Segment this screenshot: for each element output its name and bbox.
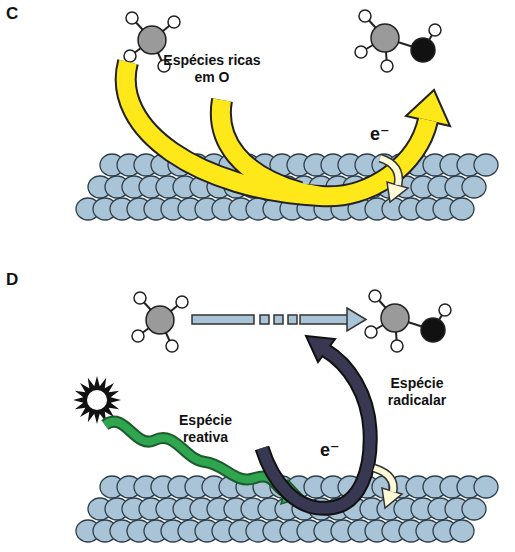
panel-letter: D [6, 270, 30, 290]
arrow-outline [262, 350, 370, 508]
methane-molecule [132, 292, 188, 352]
electron-arrow [374, 468, 402, 508]
atom [381, 304, 409, 332]
radical-arrow [262, 336, 370, 508]
surface-tube [474, 154, 498, 176]
atom [166, 340, 178, 352]
sun-core [87, 390, 107, 410]
species-label: Espécies ricas em O [163, 52, 261, 86]
dashed-arrow [192, 308, 366, 331]
arrow-outline [126, 62, 428, 196]
electron-label: e⁻ [320, 440, 348, 462]
atom [176, 296, 188, 308]
surface-tube [462, 498, 486, 520]
surface-tube [474, 476, 498, 498]
arrow-body [221, 100, 300, 192]
arrow-body [126, 62, 428, 196]
atom [132, 330, 144, 342]
oxidation-arrow [126, 62, 450, 196]
atom [391, 340, 403, 352]
arrow-body [300, 192, 322, 196]
atom [359, 10, 371, 22]
atom [355, 46, 367, 58]
atom [146, 306, 174, 334]
arrow-segment [288, 315, 297, 324]
species-label: Espécie radicalar [378, 375, 456, 409]
electron-label: e⁻ [370, 124, 398, 146]
surface-tube [450, 520, 474, 542]
arrow-segment [300, 315, 348, 324]
atom [138, 26, 166, 54]
atom [439, 304, 451, 316]
arrow-segment [274, 315, 283, 324]
atom [381, 60, 393, 72]
atom [411, 38, 435, 62]
atom [124, 50, 136, 62]
atom [365, 326, 377, 338]
surface-tube [462, 176, 486, 198]
arrow-segment [260, 315, 269, 324]
atom [429, 24, 441, 36]
arrow-segment [192, 315, 254, 324]
atom [371, 24, 399, 52]
arrow-body [374, 468, 393, 492]
arrow-outline [380, 158, 399, 185]
arrow-head [387, 182, 408, 202]
species-label: Espécie reativa [163, 412, 248, 446]
atom [168, 16, 180, 28]
atom [126, 12, 138, 24]
atom [421, 318, 445, 342]
arrow-head [347, 308, 366, 331]
electron-arrow [380, 158, 408, 202]
methanol-molecule [355, 10, 441, 72]
atom [134, 292, 146, 304]
methanol-molecule [365, 290, 451, 352]
molecules [124, 10, 451, 352]
atom [369, 290, 381, 302]
arrow-body [262, 350, 370, 508]
surface-tube [450, 198, 474, 220]
panel-letter: C [6, 4, 30, 24]
arrow-body [380, 158, 399, 185]
